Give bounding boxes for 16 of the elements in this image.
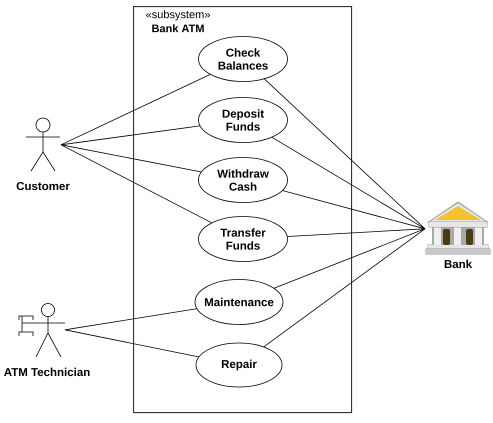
association-line	[64, 329, 199, 358]
actor-name: ATM Technician	[4, 368, 90, 376]
association-line	[287, 228, 426, 237]
association-line	[264, 78, 426, 230]
association-line	[60, 144, 212, 224]
association-line	[60, 144, 202, 172]
association-line	[282, 190, 426, 230]
association-line	[64, 308, 197, 330]
association-line	[60, 74, 210, 146]
association-line	[60, 126, 200, 146]
association-line	[272, 137, 426, 230]
actor-name: Customer	[16, 182, 70, 190]
actor-name: Bank	[444, 260, 472, 268]
system-name: «subsystem» Bank ATM	[146, 10, 210, 32]
association-line	[274, 228, 426, 289]
association-line	[264, 228, 426, 348]
